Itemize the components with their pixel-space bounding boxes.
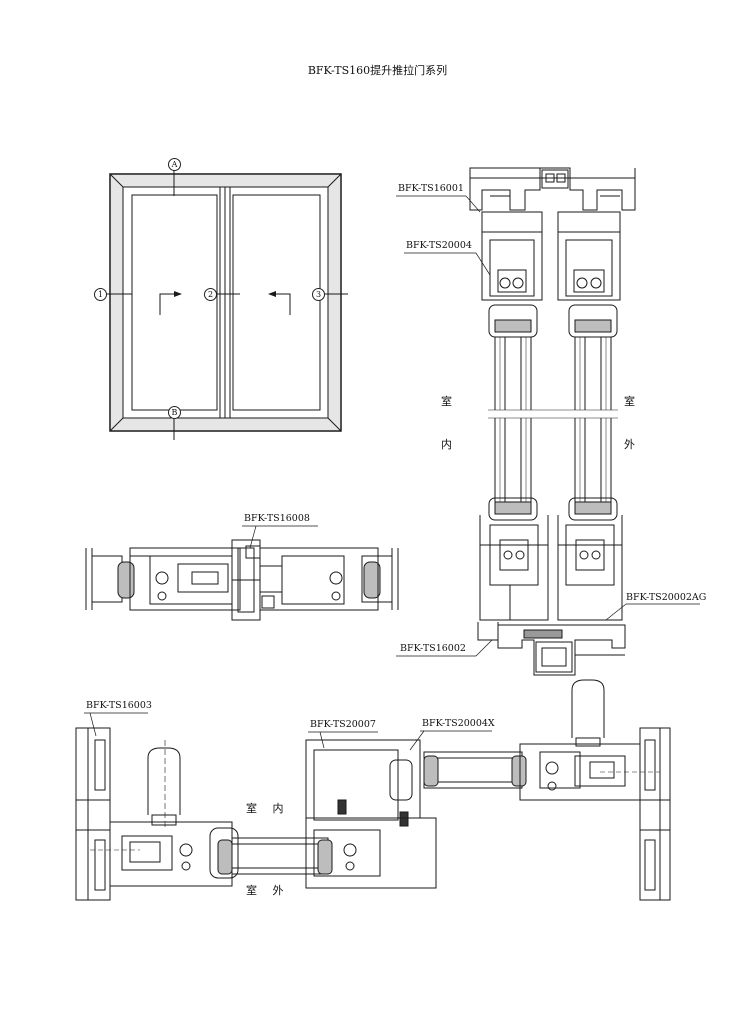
label-ts20004x: BFK-TS20004X [422,718,495,729]
label-ts20007: BFK-TS20007 [310,719,376,730]
bottom-horizontal-section [75,679,671,901]
label-leaders [84,195,700,751]
marker-1: 1 [94,288,107,301]
label-ts16001: BFK-TS16001 [398,183,464,194]
horizontal-outdoor: 室 外 [246,884,290,897]
horizontal-indoor: 室 内 [246,802,290,815]
vertical-outdoor-2: 外 [624,438,635,451]
vertical-outdoor-1: 室 [624,395,635,408]
vertical-indoor-2: 内 [441,438,452,451]
label-ts20002ag: BFK-TS20002AG [626,592,707,603]
marker-2: 2 [204,288,217,301]
meeting-stile-section [85,539,399,621]
door-elevation [104,168,348,440]
label-ts16003: BFK-TS16003 [86,700,152,711]
drawing-title: BFK-TS160提升推拉门系列 [307,64,448,77]
label-ts16008: BFK-TS16008 [244,513,310,524]
marker-3: 3 [312,288,325,301]
label-ts20004: BFK-TS20004 [406,240,472,251]
marker-a: A [168,158,181,171]
vertical-indoor-1: 室 [441,395,452,408]
label-ts16002: BFK-TS16002 [400,643,466,654]
vertical-section [469,167,636,676]
marker-b: B [168,406,181,419]
